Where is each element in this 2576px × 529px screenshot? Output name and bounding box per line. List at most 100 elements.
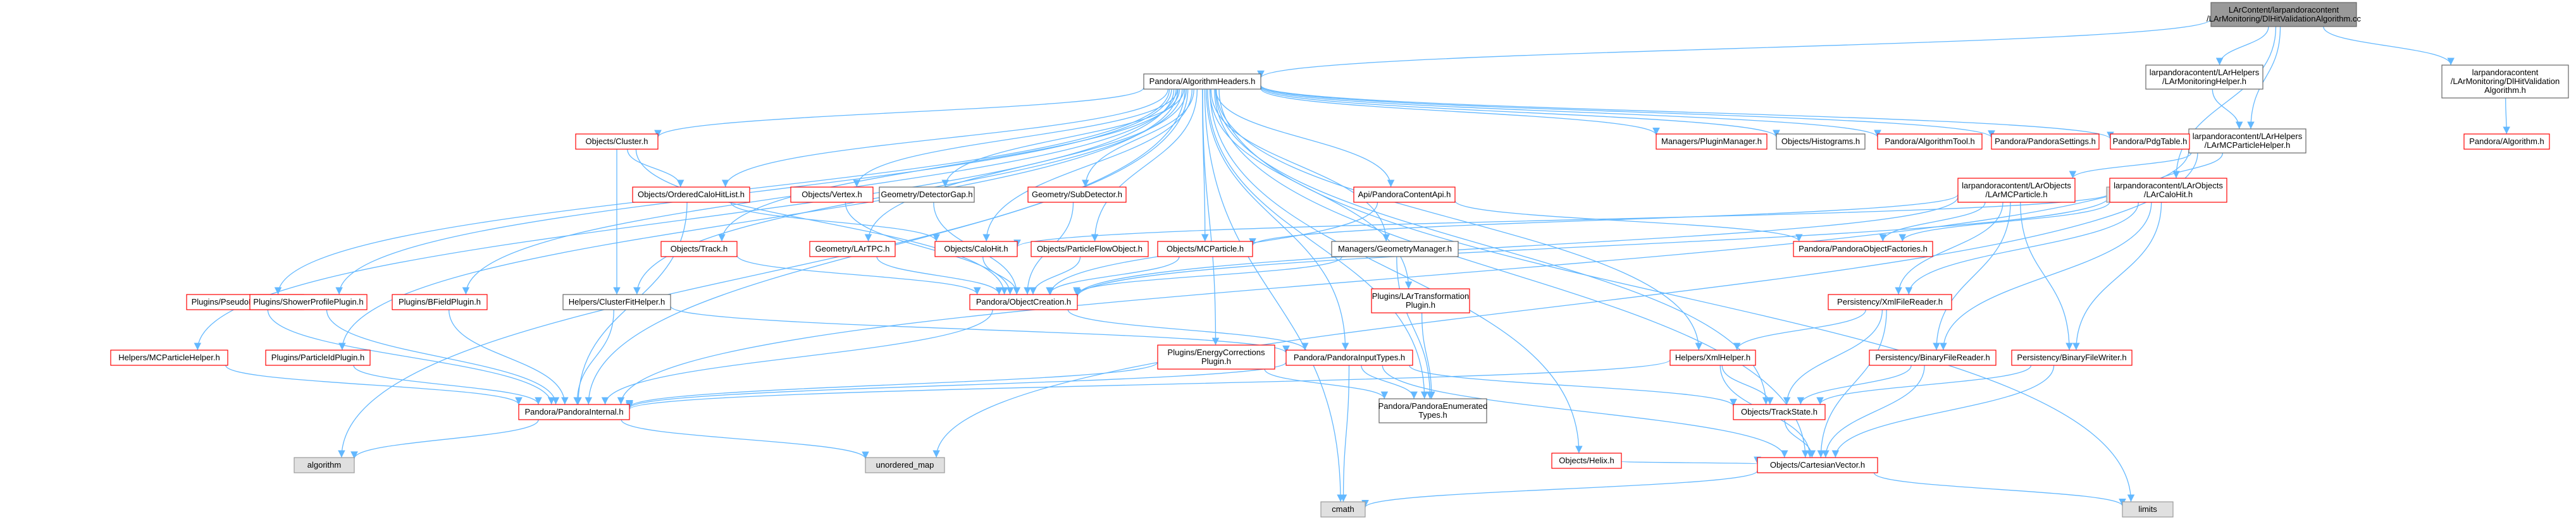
edge-larmcphelper-to-pinternal (617, 150, 2189, 405)
node-pinputtypes[interactable]: Pandora/PandoraInputTypes.h (1285, 350, 1413, 366)
node-pofact[interactable]: Pandora/PandoraObjectFactories.h (1793, 241, 1933, 257)
node-larmcphelper[interactable]: larpandoracontent/LArHelpers/LArMCPartic… (2188, 128, 2307, 154)
node-box-vertex (790, 186, 874, 203)
node-geomgr[interactable]: Managers/GeometryManager.h (1331, 241, 1459, 257)
edge-larcalohit-to-calohit (1013, 193, 2110, 248)
edge-cartesian-to-cmath (1361, 470, 1758, 508)
node-larmonhelper[interactable]: larpandoracontent/LArHelpers/LArMonitori… (2145, 64, 2263, 90)
node-pinternal[interactable]: Pandora/PandoraInternal.h (518, 404, 630, 420)
edge-root-to-larmonhelper (2215, 26, 2269, 66)
edge-energycorr-to-pinternal (626, 362, 1158, 408)
node-subdet[interactable]: Geometry/SubDetector.h (1027, 186, 1127, 203)
node-label-energycorr: Plugins/EnergyCorrections (1168, 348, 1265, 357)
node-box-pandoraalg (2463, 133, 2550, 150)
node-lartpc[interactable]: Geometry/LArTPC.h (809, 241, 896, 257)
edge-pah-to-pfo (1091, 88, 1198, 242)
edge-energycorr-to-penum (1264, 368, 1389, 399)
node-box-larcalohit (2109, 178, 2227, 203)
edge-larmcparticle-to-binwriter (2020, 202, 2073, 351)
node-box-algorithm (294, 457, 355, 473)
node-pidplugin[interactable]: Plugins/ParticleIdPlugin.h (265, 350, 371, 366)
node-box-pluginmgr (1656, 133, 1768, 150)
node-helix[interactable]: Objects/Helix.h (1551, 453, 1622, 469)
node-box-mchelper (110, 350, 228, 366)
node-label-trackstate: Objects/TrackState.h (1741, 407, 1817, 417)
node-box-xmlhelper (1669, 350, 1756, 366)
node-box-pfo (1031, 241, 1149, 257)
node-box-detgap (879, 186, 975, 203)
node-psettings[interactable]: Pandora/PandoraSettings.h (1991, 133, 2100, 150)
node-label-larmonhelper: larpandoracontent/LArHelpers (2150, 68, 2260, 77)
edge-larmonhelper-to-larmcphelper (2212, 88, 2243, 130)
edge-pah-to-shower (335, 88, 1172, 295)
node-label-vertex: Objects/Vertex.h (802, 190, 862, 199)
node-pah[interactable]: Pandora/AlgorithmHeaders.h (1143, 73, 1261, 90)
node-box-binreader (1869, 350, 1997, 366)
edge-larmcparticle-to-pofact (1879, 202, 1986, 242)
node-apicontent[interactable]: Api/PandoraContentApi.h (1353, 186, 1456, 203)
edge-dlhitalg-to-pandoraalg (2503, 97, 2511, 135)
edge-mcparticle-to-objcreation (1046, 256, 1180, 295)
node-box-clusterfit (562, 294, 671, 310)
node-label-track: Objects/Track.h (671, 244, 728, 253)
node-pdgtable[interactable]: Pandora/PdgTable.h (2110, 133, 2190, 150)
edge-pinputtypes-to-pinternal (626, 362, 1287, 409)
node-root[interactable]: LArContent/larpandoracontent/LArMonitori… (2207, 2, 2361, 27)
edge-pinputtypes-to-cmath (1339, 365, 1350, 502)
node-vertex[interactable]: Objects/Vertex.h (790, 186, 874, 203)
node-label-subdet: Geometry/SubDetector.h (1032, 190, 1122, 199)
edge-xmlhelper-to-pinternal (626, 359, 1671, 410)
node-xmlhelper[interactable]: Helpers/XmlHelper.h (1669, 350, 1756, 366)
node-binreader[interactable]: Persistency/BinaryFileReader.h (1869, 350, 1997, 366)
node-pfo[interactable]: Objects/ParticleFlowObject.h (1031, 241, 1149, 257)
edge-larmcphelper-to-larmcparticle (2069, 152, 2192, 179)
node-trackstate[interactable]: Objects/TrackState.h (1733, 404, 1826, 420)
node-binwriter[interactable]: Persistency/BinaryFileWriter.h (2011, 350, 2133, 366)
node-box-energycorr (1157, 344, 1275, 370)
node-bfield[interactable]: Plugins/BFieldPlugin.h (392, 294, 488, 310)
node-algtool[interactable]: Pandora/AlgorithmTool.h (1877, 133, 1983, 150)
node-label-larcalohit: larpandoracontent/LArObjects (2114, 181, 2223, 190)
node-larcalohit[interactable]: larpandoracontent/LArObjects/LArCaloHit.… (2109, 178, 2227, 203)
node-larmcparticle[interactable]: larpandoracontent/LArObjects/LArMCPartic… (1957, 178, 2076, 203)
edge-pinternal-to-unordered (621, 419, 869, 459)
node-dlhitalg[interactable]: larpandoracontent/LArMonitoring/DlHitVal… (2441, 64, 2569, 99)
node-label-limits: limits (2138, 504, 2157, 514)
edge-pah-to-helix (1210, 88, 1583, 454)
node-label-pah: Pandora/AlgorithmHeaders.h (1149, 76, 1256, 86)
node-mcparticle[interactable]: Objects/MCParticle.h (1157, 241, 1253, 257)
edge-pah-to-ordered (721, 88, 1168, 188)
node-label-shower: Plugins/ShowerProfilePlugin.h (253, 297, 363, 307)
node-cartesian[interactable]: Objects/CartesianVector.h (1757, 457, 1878, 473)
node-box-pdgtable (2110, 133, 2190, 150)
edge-objcreation-to-pinternal (601, 309, 993, 405)
edge-pah-to-detgap (941, 88, 1184, 188)
node-clusterfit[interactable]: Helpers/ClusterFitHelper.h (562, 294, 671, 310)
node-pluginmgr[interactable]: Managers/PluginManager.h (1656, 133, 1768, 150)
node-detgap[interactable]: Geometry/DetectorGap.h (879, 186, 975, 203)
edge-pah-to-trackstate (1215, 88, 1770, 405)
node-label-mchelper: Helpers/MCParticleHelper.h (118, 353, 220, 362)
node-track[interactable]: Objects/Track.h (660, 241, 738, 257)
node-objcreation[interactable]: Pandora/ObjectCreation.h (969, 294, 1078, 310)
node-label-binwriter: Persistency/BinaryFileWriter.h (2017, 353, 2126, 362)
node-box-subdet (1027, 186, 1127, 203)
node-mchelper[interactable]: Helpers/MCParticleHelper.h (110, 350, 228, 366)
node-label-penum: Types.h (1418, 410, 1447, 420)
node-label-calohit: Objects/CaloHit.h (944, 244, 1008, 253)
edge-geomgr-to-objcreation (1073, 256, 1342, 295)
node-calohit[interactable]: Objects/CaloHit.h (934, 241, 1018, 257)
node-shower[interactable]: Plugins/ShowerProfilePlugin.h (249, 294, 368, 310)
node-box-dlhitalg (2441, 64, 2569, 99)
node-histograms[interactable]: Objects/Histograms.h (1776, 133, 1866, 150)
edge-xmlreader-to-cartesian (1817, 309, 1887, 458)
node-xmlreader[interactable]: Persistency/XmlFileReader.h (1828, 294, 1952, 310)
node-pandoraalg[interactable]: Pandora/Algorithm.h (2463, 133, 2550, 150)
node-box-pidplugin (265, 350, 371, 366)
edge-pah-to-pidplugin (338, 88, 1179, 351)
node-cluster[interactable]: Objects/Cluster.h (575, 133, 659, 150)
node-ordered[interactable]: Objects/OrderedCaloHitList.h (632, 186, 750, 203)
